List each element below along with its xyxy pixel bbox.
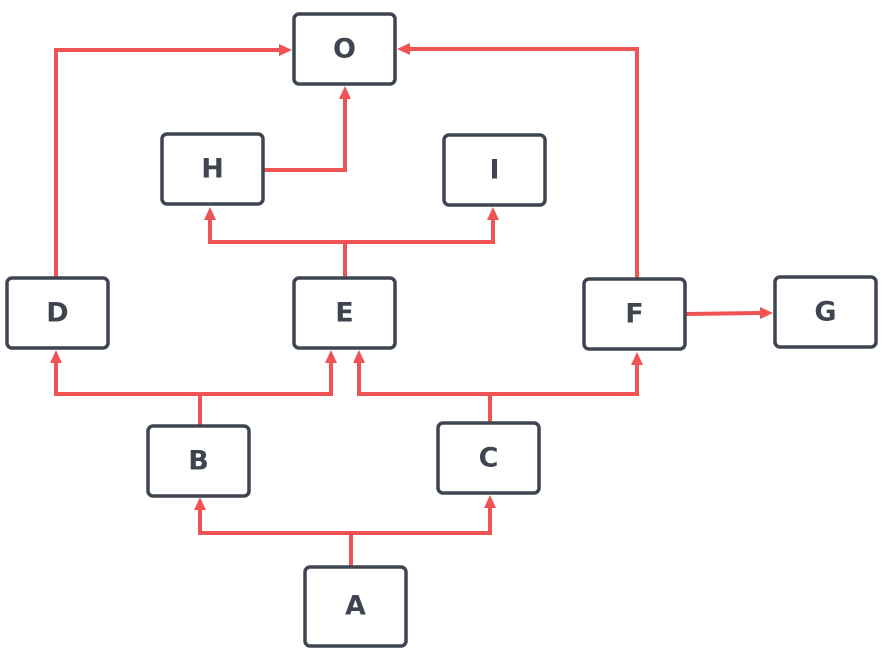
node-e-box xyxy=(292,276,397,350)
node-i-label: I xyxy=(489,155,499,186)
node-c[interactable]: C xyxy=(436,421,541,495)
edge-d-o xyxy=(54,48,279,278)
node-d-box xyxy=(5,276,110,350)
edge-b-e xyxy=(200,363,333,396)
arrowhead-f-o xyxy=(397,43,410,55)
node-o-box xyxy=(292,12,397,86)
node-h-label: H xyxy=(201,154,224,185)
edge-c-f xyxy=(490,365,639,396)
node-o[interactable]: O xyxy=(292,12,397,86)
arrowhead-e-h xyxy=(204,207,216,220)
node-a[interactable]: A xyxy=(303,565,408,648)
arrowhead-f-g xyxy=(760,307,773,319)
edge-e-i xyxy=(345,220,495,244)
nodes: O H I D E F xyxy=(5,12,878,648)
node-c-label: C xyxy=(479,443,499,474)
arrowhead-b-e xyxy=(325,350,337,363)
node-h[interactable]: H xyxy=(160,132,265,206)
edge-e-h xyxy=(208,220,347,278)
node-f[interactable]: F xyxy=(582,277,687,351)
node-e[interactable]: E xyxy=(292,276,397,350)
edges xyxy=(50,43,773,566)
node-b-label: B xyxy=(188,446,209,477)
arrowhead-c-e xyxy=(353,350,365,363)
node-g-box xyxy=(773,275,878,349)
edge-h-o xyxy=(263,99,347,172)
arrowhead-a-b xyxy=(194,497,206,510)
edge-f-o xyxy=(410,47,639,279)
arrowhead-a-c xyxy=(484,495,496,508)
node-h-box xyxy=(160,132,265,206)
node-c-box xyxy=(436,421,541,495)
node-a-box xyxy=(303,565,408,648)
edge-a-b xyxy=(198,510,353,566)
node-d[interactable]: D xyxy=(5,276,110,350)
arrowhead-d-o xyxy=(279,44,292,56)
edge-c-e xyxy=(357,363,492,424)
node-d-label: D xyxy=(46,298,68,329)
node-b[interactable]: B xyxy=(146,424,251,498)
node-o-label: O xyxy=(333,34,356,65)
arrowhead-h-o xyxy=(339,86,351,99)
edge-b-d xyxy=(54,363,202,427)
node-g-label: G xyxy=(814,297,836,328)
edge-f-g xyxy=(685,311,761,316)
node-i[interactable]: I xyxy=(442,133,547,207)
edge-a-c xyxy=(351,508,492,535)
arrowhead-c-f xyxy=(631,352,643,365)
node-a-label: A xyxy=(345,591,366,622)
node-i-box xyxy=(442,133,547,207)
node-f-box xyxy=(582,277,687,351)
node-g[interactable]: G xyxy=(773,275,878,349)
node-e-label: E xyxy=(335,298,353,329)
arrowhead-b-d xyxy=(50,350,62,363)
arrowhead-e-i xyxy=(487,207,499,220)
node-f-label: F xyxy=(625,299,643,330)
node-b-box xyxy=(146,424,251,498)
